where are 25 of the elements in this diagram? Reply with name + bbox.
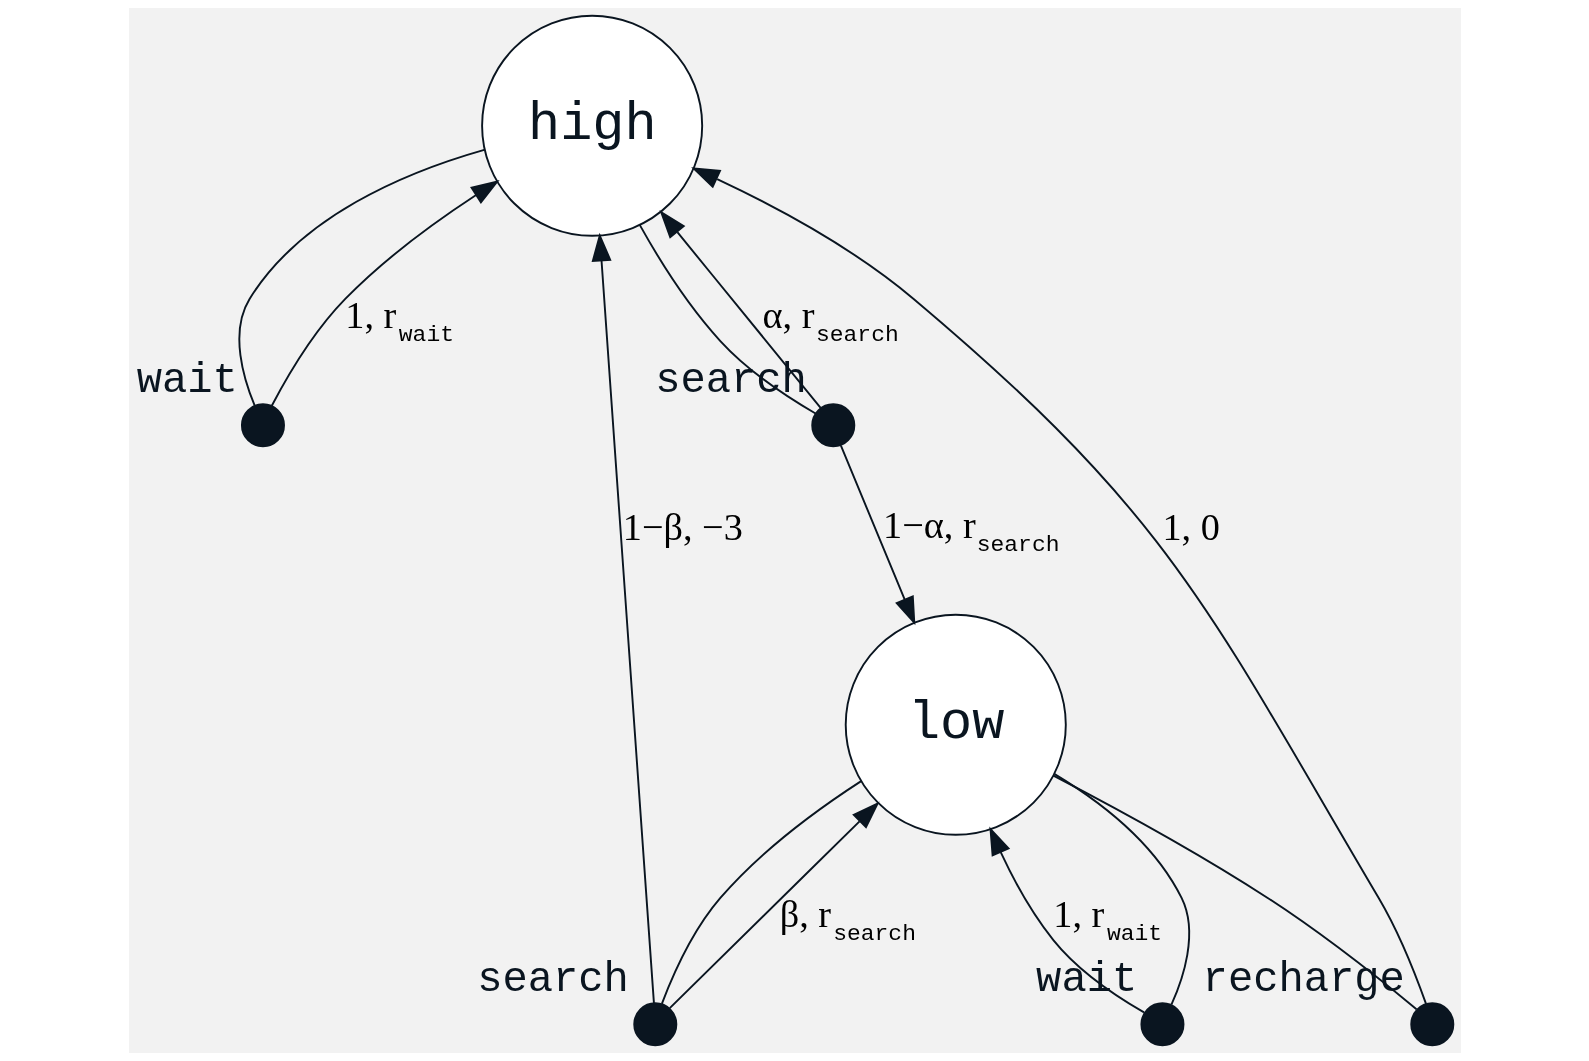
connector <box>660 780 862 1005</box>
node-circle <box>1139 1002 1184 1047</box>
edge-label: α, r$_{search}$ <box>761 293 899 348</box>
arrow <box>270 180 500 407</box>
connector <box>1053 773 1190 1006</box>
arrow <box>591 232 655 1005</box>
edge-label: 1−α, r$_{search}$ <box>882 504 1059 559</box>
arrow <box>668 801 880 1010</box>
edge-label: β, r$_{search}$ <box>779 892 916 947</box>
arrow <box>690 167 1427 1005</box>
node-circle <box>632 1002 677 1047</box>
edge-label: 1, r$_{wait}$ <box>344 293 454 348</box>
connector <box>237 148 485 407</box>
node-circle: low <box>844 613 1067 836</box>
node-circle <box>810 403 855 448</box>
edge-label: 1, 0 <box>1161 506 1220 549</box>
node-label: wait <box>136 356 238 405</box>
edge-label: 1, r$_{wait}$ <box>1052 892 1162 947</box>
node-circle <box>240 403 285 448</box>
arrow <box>839 444 915 626</box>
node-label: search <box>476 955 629 1004</box>
edge-label: 1−β, −3 <box>622 506 743 549</box>
connector <box>1051 774 1417 1011</box>
node-circle <box>1409 1002 1454 1047</box>
arrow <box>988 826 1145 1014</box>
